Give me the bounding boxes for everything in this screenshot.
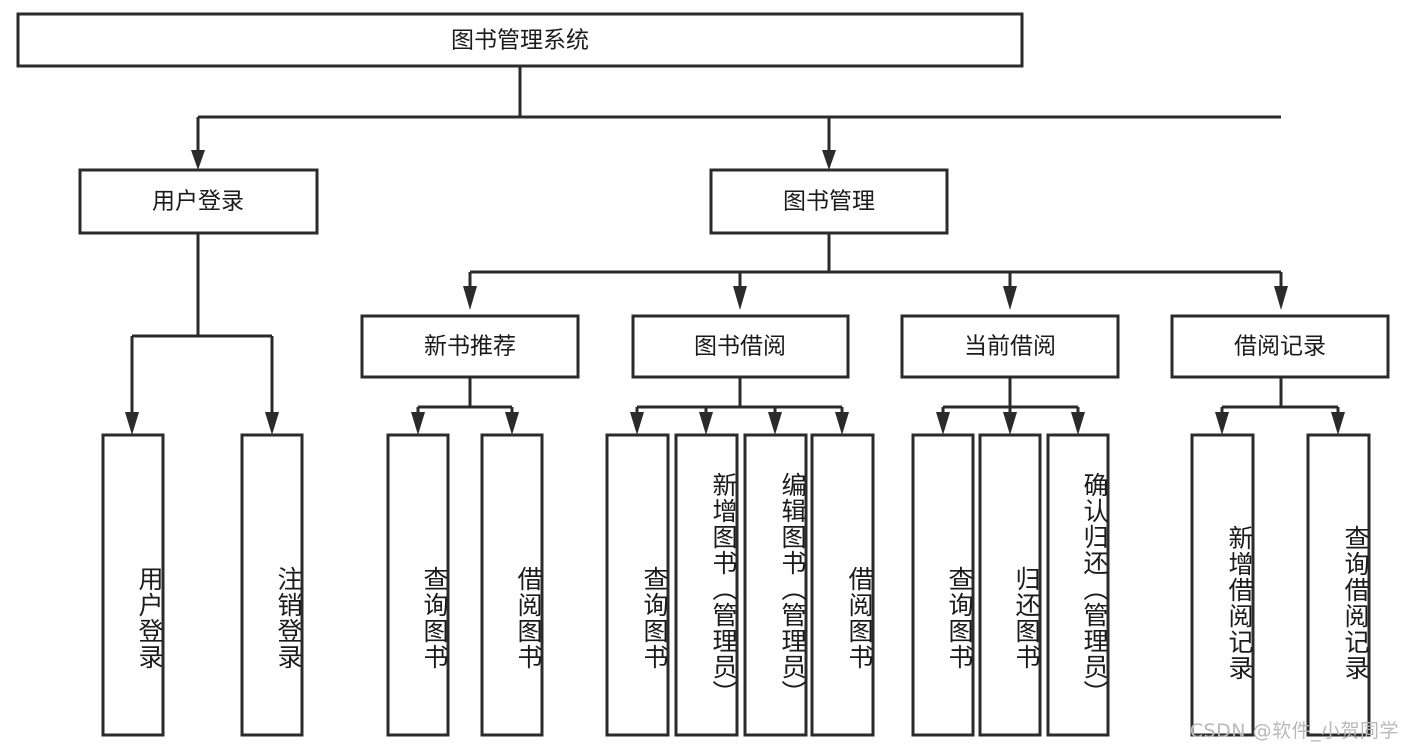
node-current-borrow-label: 当前借阅 [964,334,1056,360]
leaf-box-book-borrow-1[interactable] [605,433,670,737]
node-borrow-record[interactable]: 借阅记录 [1170,314,1390,379]
leaf-box-user-login-2[interactable] [240,433,304,737]
node-user-login-label: 用户登录 [152,189,244,215]
node-root-label: 图书管理系统 [451,28,589,54]
node-book-borrow[interactable]: 图书借阅 [631,314,850,379]
leaf-boxes [101,433,1371,737]
connector-new-book-bus [411,377,519,435]
connector-user-login-bus [125,233,279,435]
connector-root-to-user-login [191,117,205,170]
node-root[interactable]: 图书管理系统 [16,12,1024,68]
connector-root-to-book-manage [822,117,836,170]
connector-current-borrow-bus [936,377,1085,435]
leaf-box-new-book-2[interactable] [480,433,544,737]
connector-borrow-record-bus [1215,377,1345,435]
node-book-manage[interactable]: 图书管理 [709,168,949,235]
connector-book-manage-bus [463,233,1288,310]
leaf-box-borrow-record-2[interactable] [1306,433,1371,737]
leaf-box-borrow-record-1[interactable] [1190,433,1255,737]
leaf-box-current-borrow-2[interactable] [978,433,1042,737]
node-borrow-record-label: 借阅记录 [1234,334,1326,360]
node-book-borrow-label: 图书借阅 [694,334,786,360]
leaf-box-current-borrow-1[interactable] [911,433,975,737]
node-new-book[interactable]: 新书推荐 [360,314,580,379]
leaf-box-new-book-1[interactable] [386,433,450,737]
node-new-book-label: 新书推荐 [424,334,516,360]
leaf-box-book-borrow-2[interactable] [674,433,739,737]
node-user-login[interactable]: 用户登录 [78,168,319,235]
node-current-borrow[interactable]: 当前借阅 [900,314,1120,379]
leaf-box-current-borrow-3[interactable] [1046,433,1110,737]
watermark-text: CSDN @软件_小贺同学 [1189,720,1399,742]
leaf-box-book-borrow-4[interactable] [810,433,875,737]
node-book-manage-label: 图书管理 [783,189,875,215]
connector-root-bus [198,66,1281,119]
leaf-box-book-borrow-3[interactable] [743,433,808,737]
connector-book-borrow-bus [630,377,849,435]
leaf-box-user-login-1[interactable] [101,433,165,737]
